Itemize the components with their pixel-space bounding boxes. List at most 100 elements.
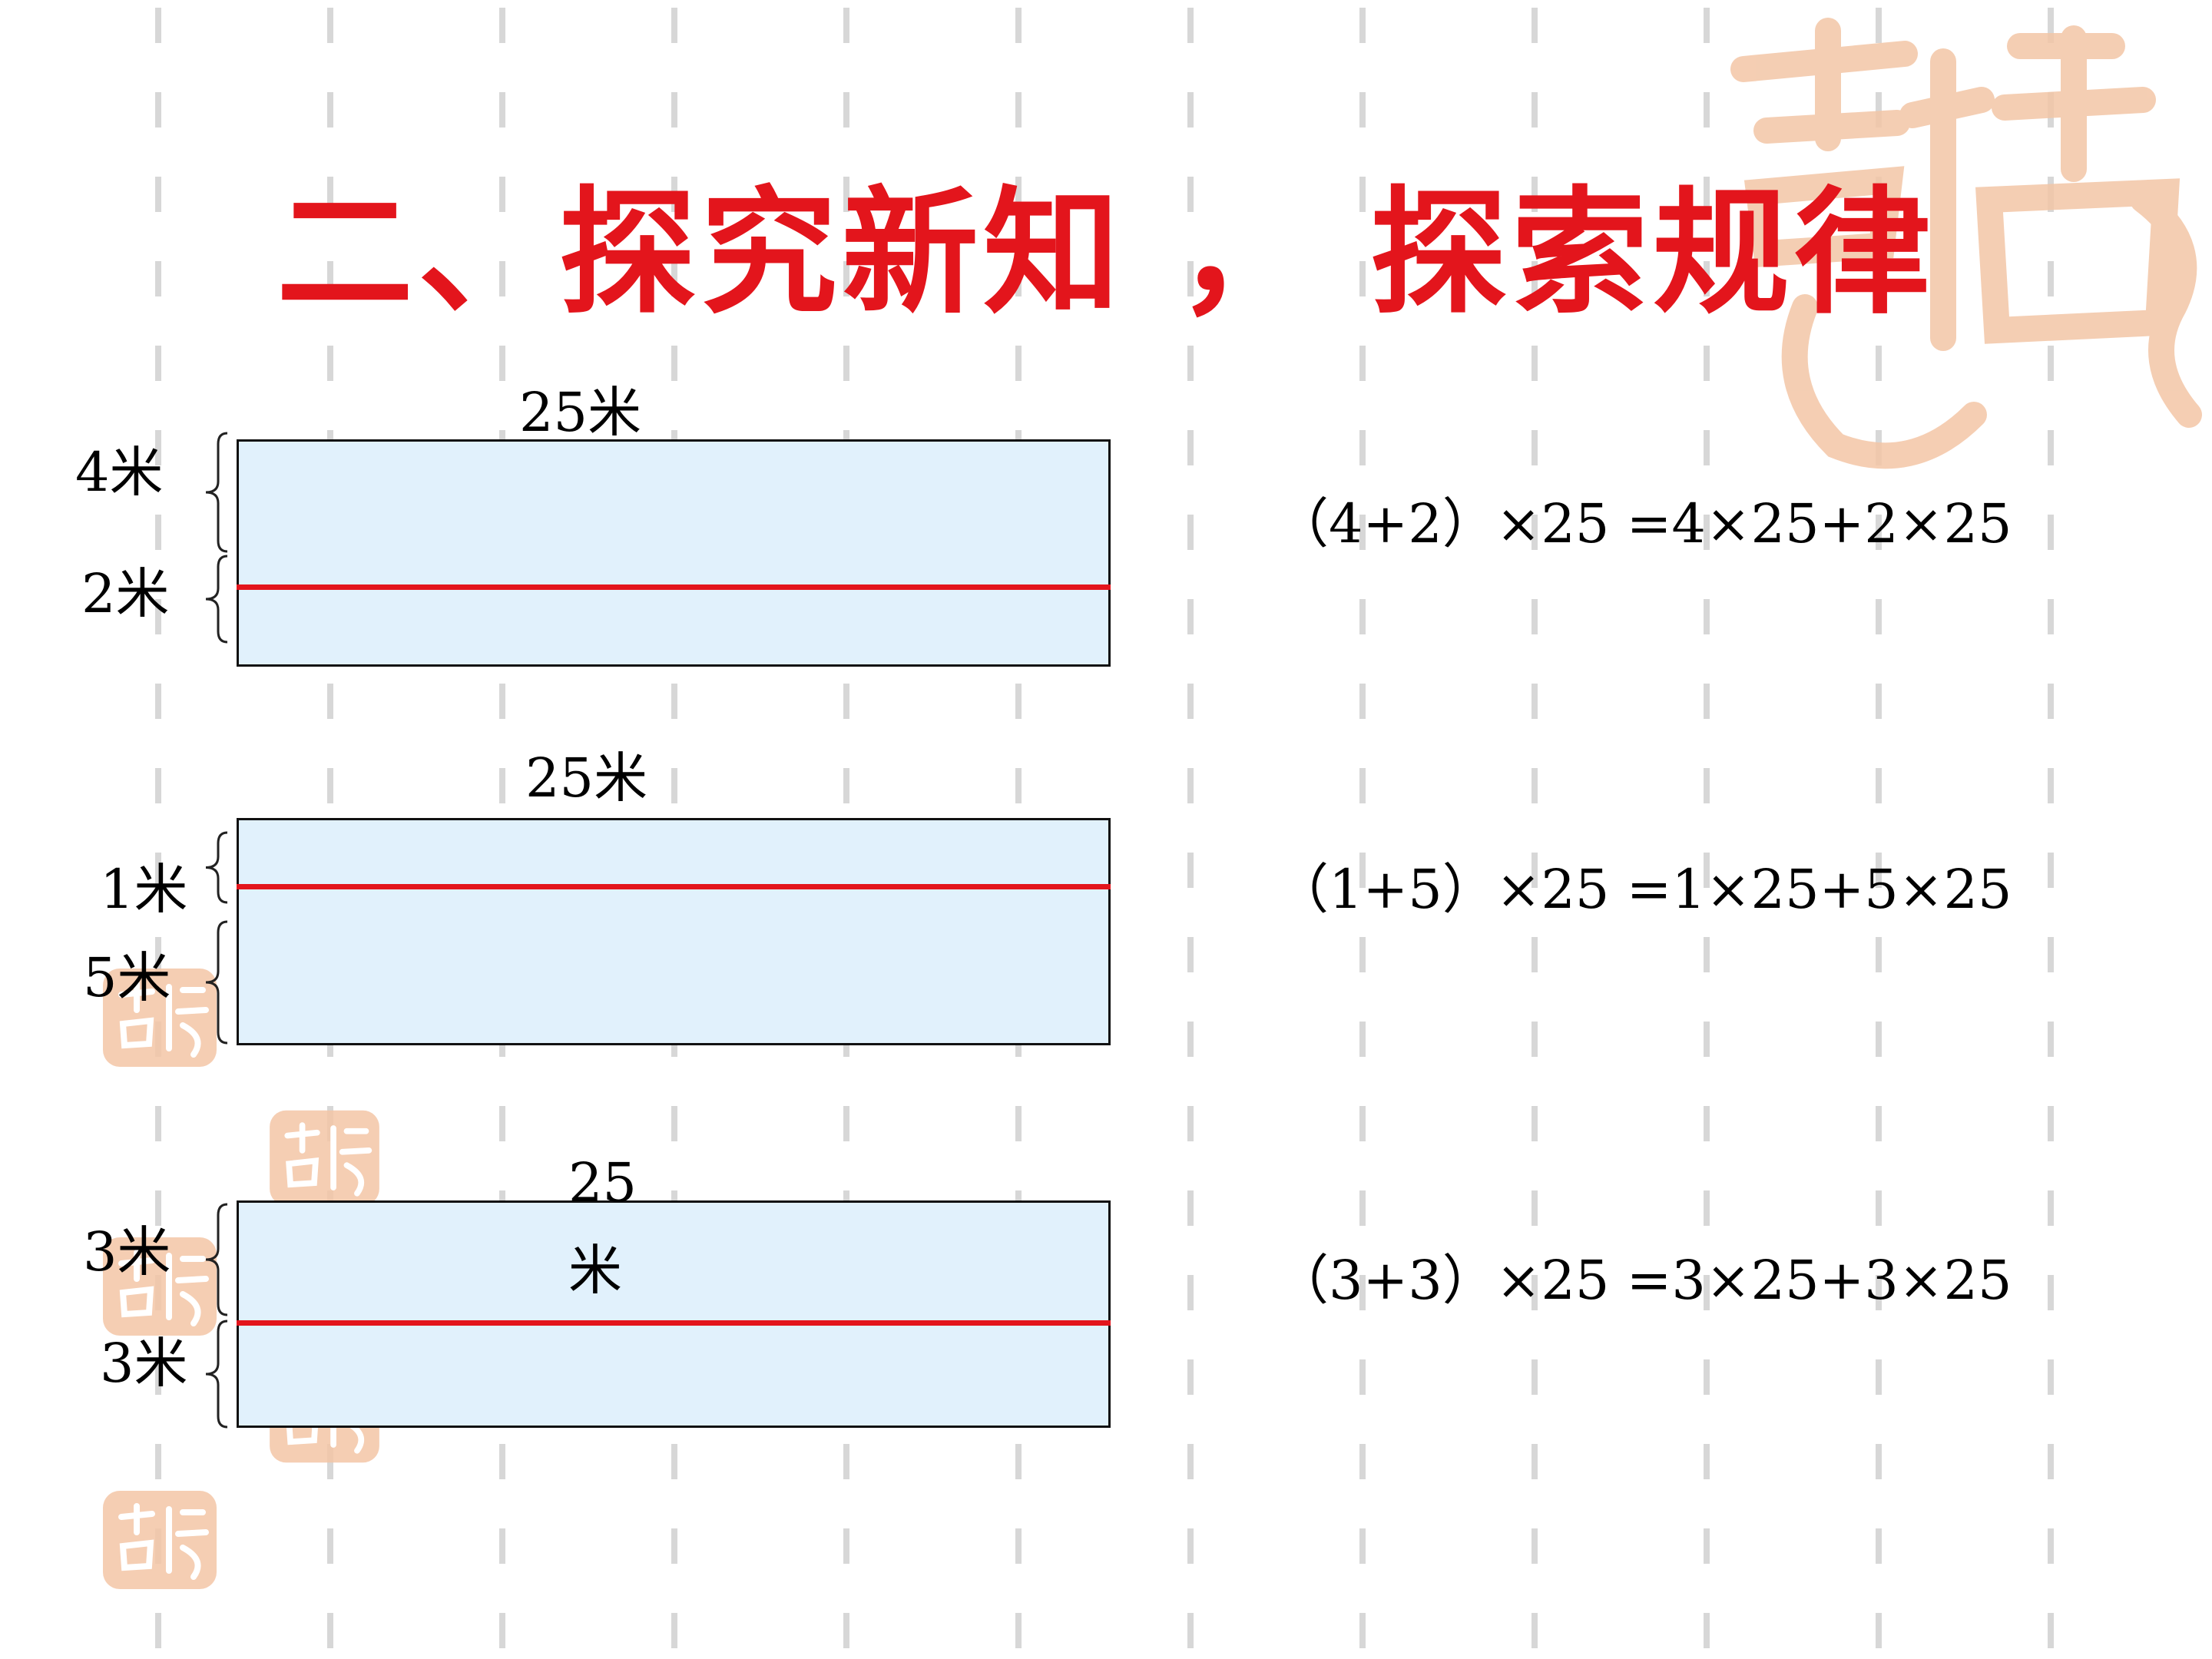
background-dash <box>1704 937 1710 972</box>
background-dash <box>1532 8 1538 43</box>
background-dash <box>499 8 505 43</box>
background-dash <box>1704 1190 1710 1226</box>
background-dash <box>499 1106 505 1141</box>
background-dash <box>1876 515 1882 550</box>
diagram-1-equation: （4+2）×25 =4×25+2×25 <box>1275 492 2012 555</box>
background-dash <box>1876 937 1882 972</box>
diagram-2-brace-top <box>205 831 228 904</box>
background-dash <box>671 8 677 43</box>
background-dash <box>1876 1613 1882 1648</box>
background-dash <box>1704 1528 1710 1564</box>
background-dash <box>327 346 333 381</box>
background-dash <box>1532 1444 1538 1479</box>
background-dash <box>843 1106 849 1141</box>
background-dash <box>2048 515 2054 550</box>
background-dash <box>499 346 505 381</box>
background-dash <box>1876 1022 1882 1057</box>
background-dash <box>671 92 677 127</box>
background-dash <box>327 261 333 296</box>
background-dash <box>1704 1613 1710 1648</box>
diagram-1-brace-bottom <box>205 555 228 644</box>
background-dash <box>1359 92 1366 127</box>
background-dash <box>1704 1022 1710 1057</box>
background-dash <box>155 853 161 888</box>
background-dash <box>327 684 333 719</box>
background-dash <box>327 92 333 127</box>
background-dash <box>1359 430 1366 465</box>
background-dash <box>1187 515 1194 550</box>
background-dash <box>155 8 161 43</box>
background-dash <box>155 1106 161 1141</box>
background-dash <box>1704 1106 1710 1141</box>
background-dash <box>1187 1022 1194 1057</box>
background-dash <box>1532 1613 1538 1648</box>
background-dash <box>671 1106 677 1141</box>
diagram-2-width-label: 25米 <box>525 747 648 810</box>
background-dash <box>155 177 161 212</box>
background-dash <box>1015 8 1022 43</box>
background-dash <box>1876 599 1882 634</box>
diagram-1-rectangle <box>237 439 1111 667</box>
background-dash <box>2048 1190 2054 1226</box>
background-dash <box>1187 768 1194 803</box>
background-dash <box>1532 599 1538 634</box>
diagram-3-rectangle <box>237 1200 1111 1428</box>
background-dash <box>1876 853 1882 888</box>
background-dash <box>1532 1106 1538 1141</box>
background-dash <box>1876 1528 1882 1564</box>
background-dash <box>1359 1444 1366 1479</box>
background-dash <box>1704 768 1710 803</box>
background-dash <box>327 8 333 43</box>
background-dash <box>1187 1613 1194 1648</box>
background-dash <box>499 1528 505 1564</box>
background-dash <box>1359 937 1366 972</box>
background-dash <box>1876 1275 1882 1310</box>
background-dash <box>1876 346 1882 381</box>
background-dash <box>1704 177 1710 212</box>
background-dash <box>155 1359 161 1395</box>
background-dash <box>1704 346 1710 381</box>
background-dash <box>1359 8 1366 43</box>
diagram-2-part-2-label: 5米 <box>83 946 171 1009</box>
background-dash <box>499 768 505 803</box>
background-dash <box>155 599 161 634</box>
background-dash <box>2048 768 2054 803</box>
background-dash <box>1876 1444 1882 1479</box>
background-dash <box>1532 1359 1538 1395</box>
background-dash <box>499 261 505 296</box>
background-dash <box>1187 430 1194 465</box>
background-dash <box>1704 684 1710 719</box>
background-dash <box>1015 177 1022 212</box>
diagram-3-width-label-unit: 米 <box>568 1239 622 1302</box>
background-dash <box>1187 1444 1194 1479</box>
background-dash <box>1532 853 1538 888</box>
background-dash <box>155 515 161 550</box>
background-dash <box>1015 684 1022 719</box>
background-dash <box>1532 1022 1538 1057</box>
diagram-3-equation: （3+3）×25 =3×25+3×25 <box>1275 1249 2012 1312</box>
background-dash <box>1359 346 1366 381</box>
background-dash <box>843 177 849 212</box>
background-dash <box>843 92 849 127</box>
background-dash <box>1359 599 1366 634</box>
background-dash <box>2048 1613 2054 1648</box>
background-dash <box>671 346 677 381</box>
background-dash <box>1015 1444 1022 1479</box>
background-dash <box>671 1528 677 1564</box>
background-dash <box>1704 1444 1710 1479</box>
background-dash <box>155 768 161 803</box>
background-dash <box>2048 261 2054 296</box>
background-dash <box>1704 261 1710 296</box>
background-dash <box>327 1613 333 1648</box>
background-dash <box>2048 1359 2054 1395</box>
background-dash <box>2048 684 2054 719</box>
background-dash <box>843 261 849 296</box>
background-dash <box>1015 1613 1022 1648</box>
background-dash <box>2048 1275 2054 1310</box>
background-dash <box>1532 1275 1538 1310</box>
background-dash <box>1704 430 1710 465</box>
background-dash <box>843 346 849 381</box>
background-dash <box>1704 8 1710 43</box>
background-dash <box>2048 853 2054 888</box>
diagram-2-rectangle <box>237 818 1111 1045</box>
